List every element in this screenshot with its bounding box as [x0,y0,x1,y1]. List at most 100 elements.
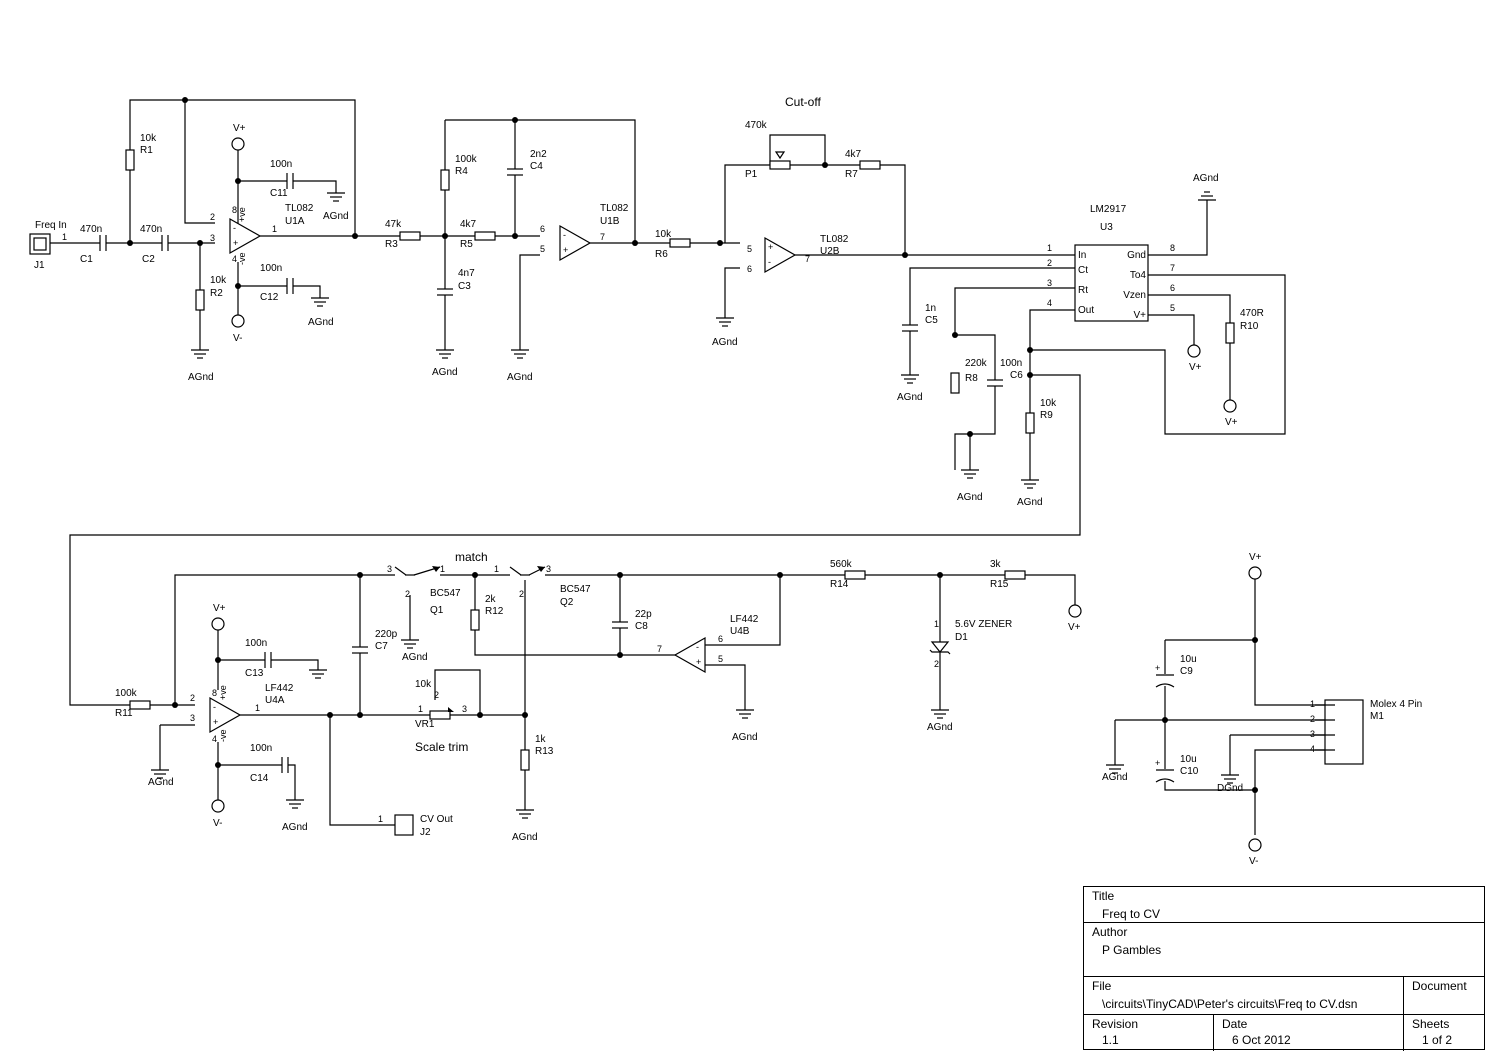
junction-dot [235,283,241,289]
wire [1254,575,1325,706]
scale-trim-label: Scale trim [415,740,468,754]
date-value: 6 Oct 2012 [1232,1033,1291,1047]
file-value: \circuits\TinyCAD\Peter's circuits\Freq … [1102,997,1358,1011]
wire [519,254,540,350]
agnd-q1 [401,639,419,649]
agnd-label-13: AGnd [732,732,758,743]
agnd-label-3: AGnd [432,367,458,378]
c11-value: 100n [270,159,292,170]
vplus-m1 [1248,566,1262,580]
agnd-label-10: AGnd [148,777,174,788]
wire [238,285,321,298]
u3-pin-vzen: Vzen [1123,290,1146,301]
vminus-m1 [1248,838,1262,852]
pin-number-42: 3 [1310,729,1315,739]
wire [545,574,781,646]
pin-number-6: 6 [540,224,545,234]
r6-ref: R6 [655,249,668,260]
pin-number-4: 8 [232,205,237,215]
pin-number-1: 2 [210,212,215,222]
c14-value: 100n [250,743,272,754]
junction-dot [617,652,623,658]
agnd-u1b [511,349,529,359]
r6-value: 10k [655,229,672,240]
r13-ref: R13 [535,746,554,757]
pin-number-24: 4 [212,734,217,744]
pin-number-26: 1 [440,564,445,574]
agnd-c5 [901,374,919,384]
agnd-r13 [516,809,534,819]
junction-dot [522,712,528,718]
r3-value: 47k [385,219,402,230]
j1-name: Freq In [35,220,67,231]
dgnd-m1 [1221,774,1239,784]
svg-text:+: + [1155,663,1160,673]
c2-ref: C2 [142,254,155,265]
wire [184,100,215,224]
c10-ref: C10 [1180,766,1199,777]
u3-ref: U3 [1100,222,1113,233]
wire [1148,294,1231,400]
r10-resistor [1225,322,1235,344]
u1b-ref: U1B [600,216,620,227]
q2-ref: Q2 [560,597,574,608]
m1-ref: M1 [1370,711,1384,722]
agnd-label-15: AGnd [927,722,953,733]
agnd-r2 [191,349,209,359]
pin-number-17: 7 [1170,263,1175,273]
pin-number-25: 3 [387,564,392,574]
c12-value: 100n [260,263,282,274]
author-label: Author [1092,925,1128,939]
pin-number-8: 7 [600,232,605,242]
title-value: Freq to CV [1102,907,1161,921]
r13-resistor [520,749,530,771]
c4-capacitor [507,168,523,176]
u3-pin-ct: Ct [1078,265,1088,276]
wire [218,764,296,800]
r11-ref: R11 [115,708,133,719]
date-label: Date [1222,1017,1248,1031]
r8-resistor [950,372,960,394]
junction-dot [952,332,958,338]
svg-text:+: + [213,717,218,727]
pin-number-29: 3 [546,564,551,574]
svg-text:+: + [563,245,568,255]
revision-value: 1.1 [1102,1033,1119,1047]
pin-number-35: 3 [462,704,467,714]
agnd-label-8: AGnd [1017,497,1043,508]
wire [474,575,680,656]
r9-value: 10k [1040,398,1057,409]
svg-text:-: - [768,257,771,267]
vplus-label-5: V+ [1225,417,1238,428]
r10-value: 470R [1240,308,1264,319]
c1-value: 470n [80,224,102,235]
svg-text:-: - [233,223,236,233]
agnd-c12 [311,297,329,307]
svg-text:-: - [563,230,566,240]
u4a-ref: U4A [265,695,285,706]
r5-value: 4k7 [460,219,477,230]
u3-pin-in: In [1078,250,1086,261]
pin-number-5: 4 [232,254,237,264]
c1-ref: C1 [80,254,93,265]
junction-dot [937,572,943,578]
u1a-supply-plus: +ve [237,207,247,222]
junction-dot [902,252,908,258]
pin-number-31: 7 [657,644,662,654]
pin-number-13: 2 [1047,258,1052,268]
pin-number-12: 1 [1047,243,1052,253]
c3-ref: C3 [458,281,471,292]
pin-number-39: 2 [934,659,939,669]
c1-capacitor [99,235,107,251]
agnd-label-12: AGnd [402,652,428,663]
pin-number-10: 6 [747,264,752,274]
junction-dot [235,178,241,184]
wire [1164,640,1256,835]
pin-number-23: 8 [212,688,217,698]
q2-value: BC547 [560,584,591,595]
c9-electrolytic-capacitor: + [1155,663,1175,688]
junction-dot [512,233,518,239]
agnd-c3 [436,349,454,359]
agnd-c13 [309,669,327,679]
u4a-opamp [209,696,242,734]
